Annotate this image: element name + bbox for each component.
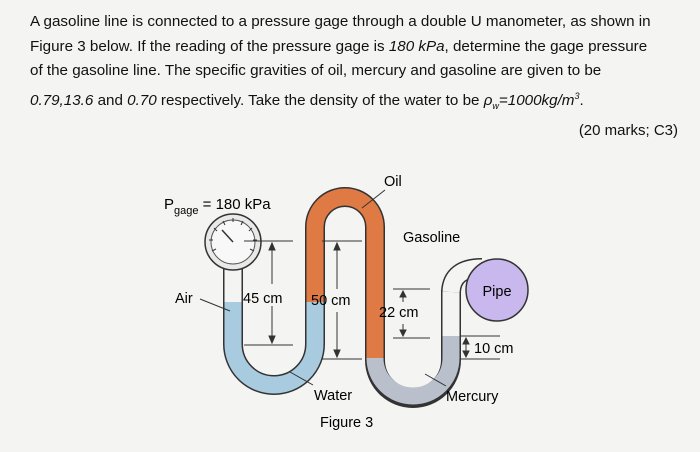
p-symbol: P bbox=[164, 196, 174, 213]
air-label: Air bbox=[175, 291, 193, 307]
height-45cm-label: 45 cm bbox=[243, 291, 283, 307]
figure-caption: Figure 3 bbox=[320, 415, 373, 431]
specific-gravity-values: 0.79,13.6 bbox=[30, 91, 94, 109]
problem-text: , determine the gage pressure bbox=[444, 37, 648, 55]
problem-text: and bbox=[93, 91, 128, 109]
water-label: Water bbox=[314, 388, 352, 404]
height-10cm-label: 10 cm bbox=[474, 341, 514, 357]
problem-text: respectively. Take the density of the wa… bbox=[156, 91, 484, 109]
problem-line-3: of the gasoline line. The specific gravi… bbox=[30, 62, 602, 79]
dimension-50cm bbox=[322, 240, 362, 360]
gauge-needle bbox=[221, 229, 234, 243]
dimension-22cm bbox=[393, 288, 430, 339]
air-leader bbox=[199, 298, 231, 312]
rho-subscript: w bbox=[492, 100, 499, 111]
problem-line-4: 0.79,13.6 and 0.70 respectively. Take th… bbox=[30, 84, 680, 119]
water-leader bbox=[289, 371, 314, 386]
problem-line-2: Figure 3 below. If the reading of the pr… bbox=[30, 35, 680, 60]
mercury-column bbox=[366, 336, 460, 405]
problem-text: Figure 3 below. If the reading of the pr… bbox=[30, 37, 389, 55]
p-subscript: gage bbox=[174, 205, 198, 217]
pipe-circle bbox=[465, 258, 529, 322]
dimension-10cm bbox=[460, 335, 500, 360]
marks-label: (20 marks; C3) bbox=[578, 122, 678, 139]
height-22cm-label: 22 cm bbox=[379, 305, 419, 321]
water-column bbox=[224, 300, 324, 394]
mercury-label: Mercury bbox=[446, 389, 499, 405]
problem-statement: A gasoline line is connected to a pressu… bbox=[30, 10, 680, 118]
specific-gravity-gasoline: 0.70 bbox=[127, 91, 157, 109]
p-value: = 180 kPa bbox=[199, 196, 272, 213]
height-50cm-label: 50 cm bbox=[311, 293, 351, 309]
pressure-gage-label: Pgage = 180 kPa bbox=[164, 196, 271, 217]
gauge-ticks bbox=[209, 218, 257, 252]
cubic-superscript: 3 bbox=[574, 90, 580, 101]
density-value: =1000kg/m bbox=[498, 91, 575, 109]
oil-column bbox=[306, 188, 384, 360]
problem-line-1: A gasoline line is connected to a pressu… bbox=[30, 13, 651, 30]
mercury-leader bbox=[424, 373, 447, 387]
problem-text: . bbox=[579, 91, 584, 109]
gage-reading-value: 180 kPa bbox=[388, 37, 445, 55]
gasoline-label: Gasoline bbox=[403, 230, 460, 246]
oil-leader bbox=[361, 189, 386, 209]
oil-label: Oil bbox=[384, 174, 402, 190]
water-density-expression: ρw=1000kg/m3 bbox=[483, 90, 580, 111]
dimension-45cm bbox=[244, 240, 293, 346]
pipe-label: Pipe bbox=[482, 284, 511, 300]
rho-symbol: ρ bbox=[483, 91, 493, 109]
